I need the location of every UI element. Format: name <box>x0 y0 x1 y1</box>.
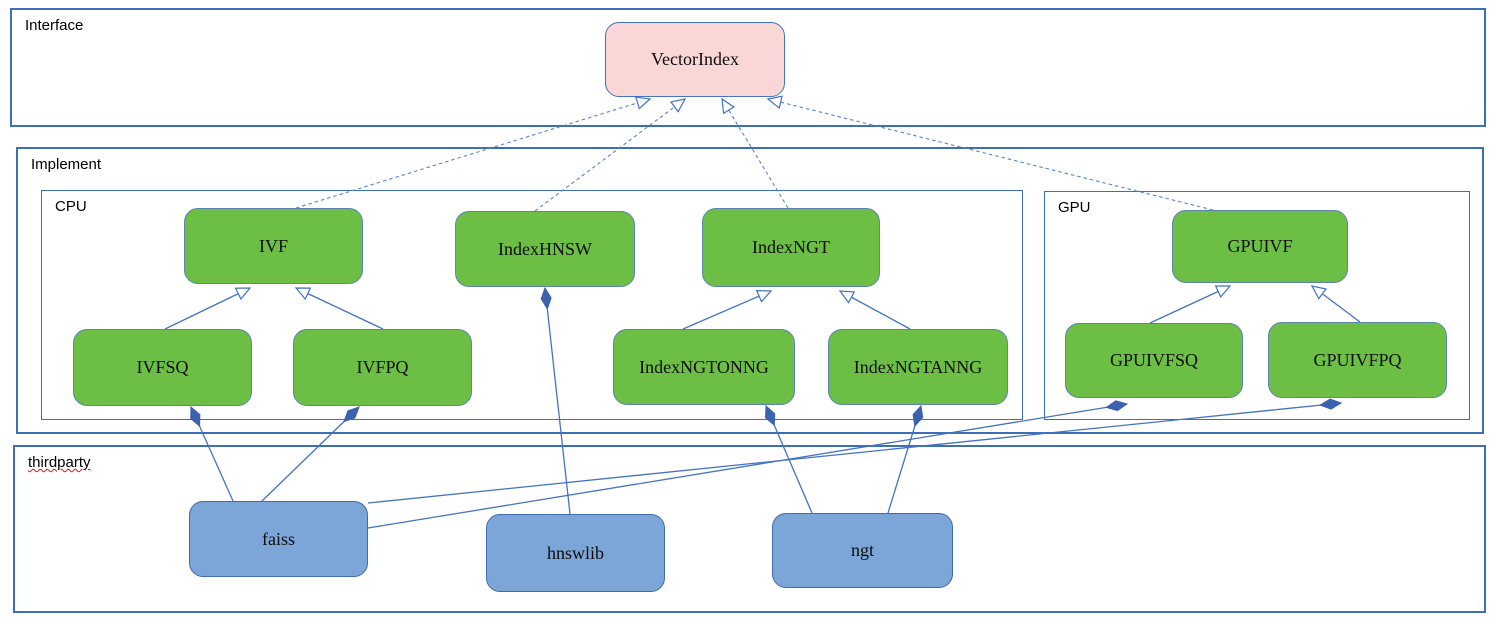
container-gpu-label: GPU <box>1058 199 1091 216</box>
node-ivfsq: IVFSQ <box>73 329 252 406</box>
node-indexngtanng: IndexNGTANNG <box>828 329 1008 405</box>
container-cpu-label: CPU <box>55 198 87 215</box>
node-ngt: ngt <box>772 513 953 588</box>
node-faiss-label: faiss <box>262 528 295 549</box>
node-indexngtonng-label: IndexNGTONNG <box>639 356 769 377</box>
node-indexngtanng-label: IndexNGTANNG <box>853 356 983 377</box>
node-vectorindex-label: VectorIndex <box>651 49 739 69</box>
node-ivfpq: IVFPQ <box>293 329 472 406</box>
node-gpuivfpq-label: GPUIVFPQ <box>1313 349 1402 370</box>
container-interface-label: Interface <box>25 17 84 34</box>
node-ivfsq-label: IVFSQ <box>136 357 189 377</box>
node-ivf: IVF <box>184 208 363 284</box>
container-thirdparty-label: thirdparty <box>28 454 91 471</box>
node-ivf-label: IVF <box>258 235 288 256</box>
node-gpuivfpq: GPUIVFPQ <box>1268 322 1447 398</box>
node-vectorindex: VectorIndex <box>605 22 785 97</box>
node-indexhnsw: IndexHNSW <box>455 211 635 287</box>
node-ivfpq-label: IVFPQ <box>356 357 409 377</box>
node-indexngt: IndexNGT <box>702 208 880 287</box>
node-gpuivf: GPUIVF <box>1172 210 1348 283</box>
node-hnswlib: hnswlib <box>486 514 665 592</box>
node-ngt-label: ngt <box>850 540 874 560</box>
node-gpuivfsq-label: GPUIVFSQ <box>1109 350 1199 370</box>
node-hnswlib-label: hnswlib <box>546 542 604 563</box>
node-indexngt-label: IndexNGT <box>752 237 830 257</box>
node-indexngtonng: IndexNGTONNG <box>613 329 795 405</box>
node-gpuivf-label: GPUIVF <box>1227 236 1293 256</box>
node-faiss: faiss <box>189 501 368 577</box>
container-implement-label: Implement <box>31 156 102 173</box>
node-indexhnsw-label: IndexHNSW <box>498 238 592 259</box>
node-gpuivfsq: GPUIVFSQ <box>1065 323 1243 398</box>
